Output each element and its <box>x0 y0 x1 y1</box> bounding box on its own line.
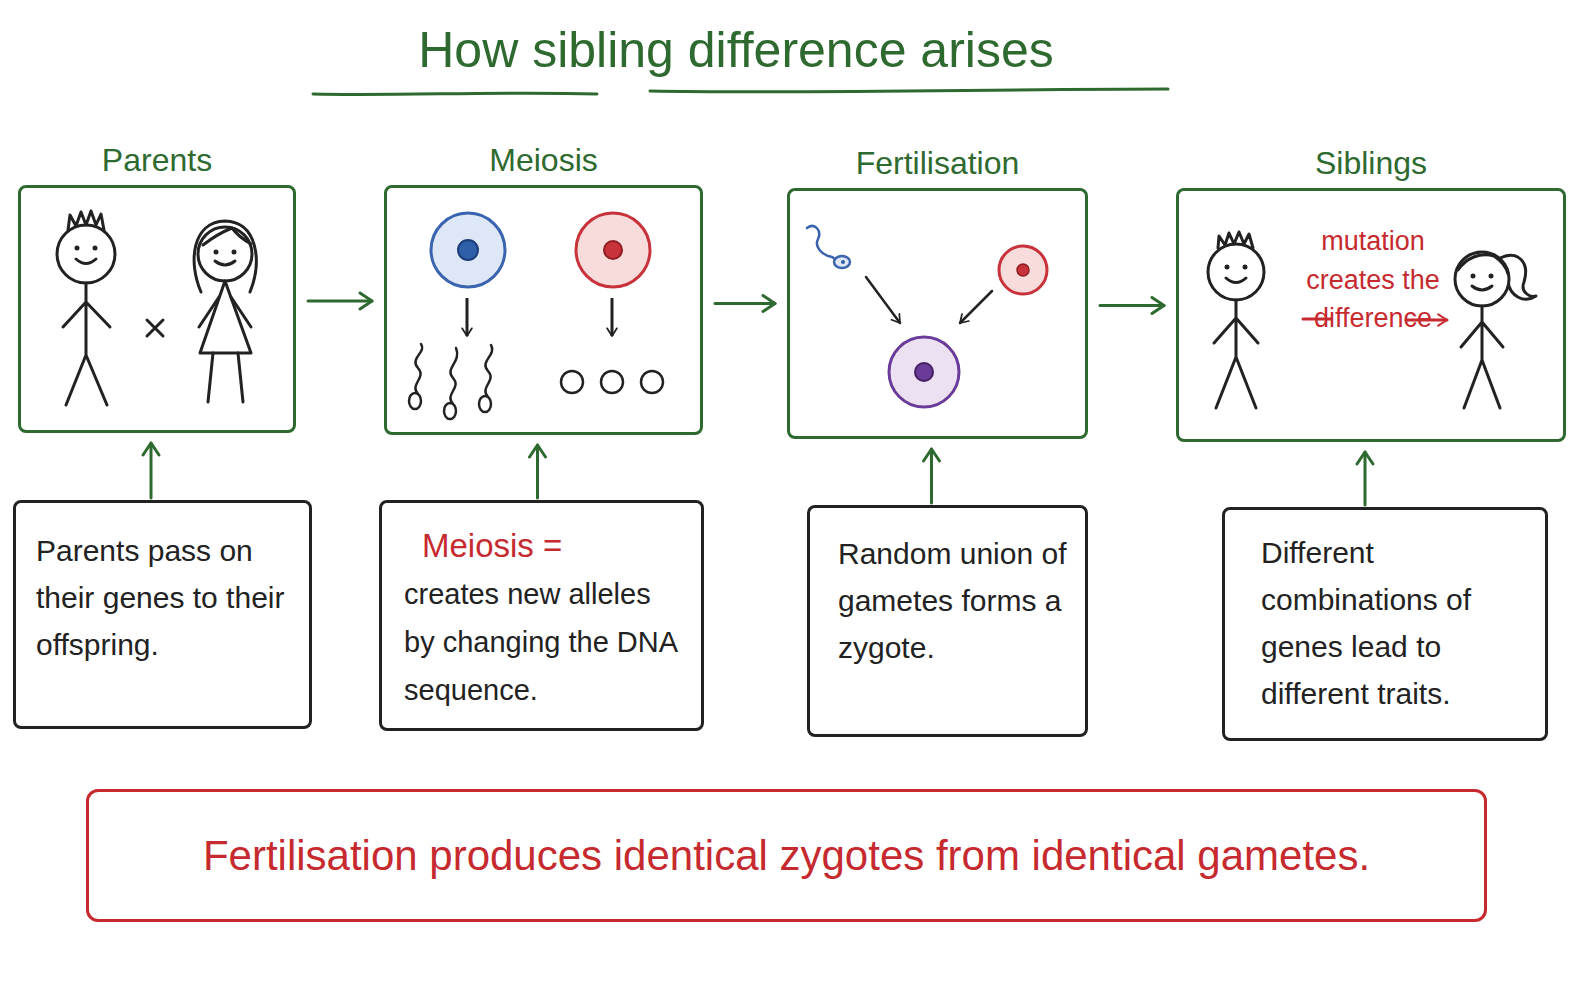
figure-smile <box>1472 286 1492 290</box>
brother-figure <box>1208 232 1264 408</box>
cross-symbol <box>147 320 163 336</box>
figure-eye <box>1471 274 1476 279</box>
figure-hair <box>1218 232 1253 248</box>
stage-box: Siblingsmutation creates the difference <box>1176 188 1566 442</box>
stage-box: Meiosis <box>384 185 703 435</box>
note-text: Different combinations of genes lead to … <box>1261 529 1533 717</box>
figure-eye <box>93 246 98 251</box>
figure-eye <box>1489 274 1494 279</box>
zygote-nucleus <box>915 363 933 381</box>
flow-arrow <box>1364 452 1367 505</box>
note-text: Random union of gametes forms a zygote. <box>838 530 1073 671</box>
egg-cell <box>561 371 583 393</box>
sperm-head <box>444 403 456 419</box>
explanation-box: Different combinations of genes lead to … <box>1222 507 1548 741</box>
figure-hair <box>194 221 256 292</box>
note-text: Parents pass on their genes to their off… <box>36 527 297 668</box>
sperm-nucleus <box>841 260 845 264</box>
figure-smile <box>215 261 235 265</box>
box-heading: Siblings <box>1179 141 1563 185</box>
note-text: creates new alleles by changing the DNA … <box>404 570 689 714</box>
figure-body <box>63 283 110 405</box>
title-underline <box>313 89 1168 94</box>
egg-cells <box>561 371 663 393</box>
cell-outline <box>576 213 650 287</box>
figure-eye <box>1225 265 1230 270</box>
figure-head <box>57 225 115 283</box>
stage-box: Parents <box>18 185 296 433</box>
flow-arrow <box>930 449 933 503</box>
flow-arrow <box>536 445 539 498</box>
figure-body <box>1461 306 1503 408</box>
mutation-note: mutation creates the difference <box>1298 222 1448 338</box>
egg-nucleus <box>1017 264 1029 276</box>
sperm-cells <box>409 344 492 419</box>
explanation-box: Meiosis =creates new alleles by changing… <box>379 500 704 731</box>
egg-cell <box>601 371 623 393</box>
joining-arrow <box>866 277 900 323</box>
box-heading: Parents <box>21 138 293 182</box>
misconception-text: Fertilisation produces identical zygotes… <box>203 830 1370 882</box>
sister-figure <box>1455 252 1536 408</box>
gamete-cells <box>431 213 650 336</box>
explanation-box: Parents pass on their genes to their off… <box>13 500 312 729</box>
figure-smile <box>76 259 96 264</box>
division-arrow <box>466 298 469 336</box>
egg-cell <box>641 371 663 393</box>
division-arrow <box>611 298 614 336</box>
underline-stroke <box>650 89 1168 92</box>
figure-head <box>1455 252 1509 306</box>
figure-smile <box>1226 278 1246 283</box>
sperm-head <box>479 396 491 412</box>
figure-fringe <box>1458 255 1508 274</box>
figure-eye <box>1243 265 1248 270</box>
sperm-tail <box>415 344 422 394</box>
sperm-tail <box>485 345 492 397</box>
misconception-box: Fertilisation produces identical zygotes… <box>86 789 1487 922</box>
figure-ponytail <box>1500 255 1536 299</box>
stage-box: Fertilisation <box>787 188 1088 439</box>
figure-head <box>1208 244 1264 300</box>
flow-arrow <box>1100 304 1164 307</box>
egg-cell <box>999 246 1047 294</box>
figure-body <box>199 297 251 402</box>
figure-fringe <box>203 228 251 245</box>
underline-stroke <box>313 93 597 94</box>
figure-hair <box>68 211 104 230</box>
box-heading: Meiosis <box>387 138 700 182</box>
diagram-title: How sibling difference arises <box>236 20 1236 80</box>
fertilisation-sketch <box>807 226 1047 407</box>
cell-outline <box>431 213 505 287</box>
figure-dress <box>200 281 251 353</box>
cell-nucleus <box>604 241 622 259</box>
flow-arrow <box>715 302 775 305</box>
flow-arrow <box>150 443 153 498</box>
sperm-tail <box>450 348 457 404</box>
flow-arrow <box>308 300 372 303</box>
figure-eye <box>214 250 219 255</box>
zygote-cell <box>889 337 959 407</box>
definition-term: Meiosis = <box>422 522 689 570</box>
sperm-head <box>834 256 850 268</box>
figure-head <box>198 227 252 281</box>
figure-body <box>1214 300 1258 408</box>
father-figure <box>57 211 115 405</box>
cell-nucleus <box>458 240 478 260</box>
mother-figure <box>194 221 256 402</box>
figure-eye <box>75 246 80 251</box>
joining-arrow <box>960 291 992 323</box>
figure-eye <box>232 250 237 255</box>
box-heading: Fertilisation <box>790 141 1085 185</box>
explanation-box: Random union of gametes forms a zygote. <box>807 505 1088 737</box>
sperm-tail <box>807 226 835 259</box>
sperm-head <box>409 393 421 409</box>
